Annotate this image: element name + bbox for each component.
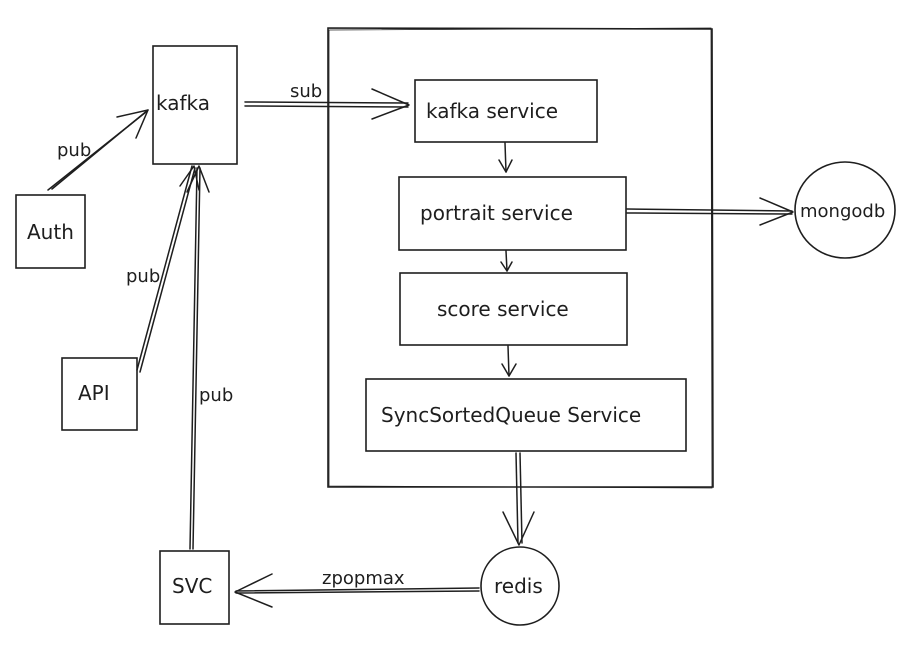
edge-redis-to-svc: zpopmax xyxy=(234,568,480,608)
auth-node[interactable]: Auth xyxy=(15,194,86,269)
edge-api-to-kafka: pub xyxy=(126,165,200,373)
edge-auth-to-kafka: pub xyxy=(47,109,149,191)
api-node[interactable]: API xyxy=(61,357,138,431)
auth-label: Auth xyxy=(27,220,74,244)
sync-sorted-queue-service-label: SyncSortedQueue Service xyxy=(381,403,641,427)
mongodb-node[interactable]: mongodb xyxy=(794,161,896,259)
edge-label-svc-pub: pub xyxy=(199,385,233,406)
kafka-service-node[interactable]: kafka service xyxy=(414,79,598,143)
kafka-node[interactable]: kafka xyxy=(152,45,238,165)
services-container xyxy=(327,27,714,489)
edge-kafka-to-kafka-service: sub xyxy=(244,81,410,120)
kafka-service-label: kafka service xyxy=(426,99,558,123)
edge-label-auth-pub: pub xyxy=(57,140,91,161)
edge-svc-to-kafka: pub xyxy=(186,165,233,550)
edge-label-api-pub: pub xyxy=(126,266,160,287)
svc-node[interactable]: SVC xyxy=(159,550,230,625)
edge-portrait-service-to-score-service xyxy=(500,250,513,272)
edge-score-service-to-sync-sorted-queue-service xyxy=(501,345,517,377)
edge-label-zpopmax: zpopmax xyxy=(322,568,405,589)
redis-label: redis xyxy=(494,574,543,598)
score-service-node[interactable]: score service xyxy=(399,272,628,346)
edge-kafka-service-to-portrait-service xyxy=(498,142,513,173)
edge-sync-sorted-queue-to-redis xyxy=(502,452,535,546)
kafka-label: kafka xyxy=(156,91,210,115)
edge-portrait-service-to-mongodb xyxy=(626,197,794,226)
api-label: API xyxy=(78,381,110,405)
edge-label-sub: sub xyxy=(290,81,322,102)
mongodb-label: mongodb xyxy=(800,201,885,222)
portrait-service-node[interactable]: portrait service xyxy=(398,176,627,251)
svc-label: SVC xyxy=(172,574,212,598)
sync-sorted-queue-service-node[interactable]: SyncSortedQueue Service xyxy=(365,378,687,452)
redis-node[interactable]: redis xyxy=(480,546,560,626)
score-service-label: score service xyxy=(437,297,569,321)
portrait-service-label: portrait service xyxy=(420,201,573,225)
